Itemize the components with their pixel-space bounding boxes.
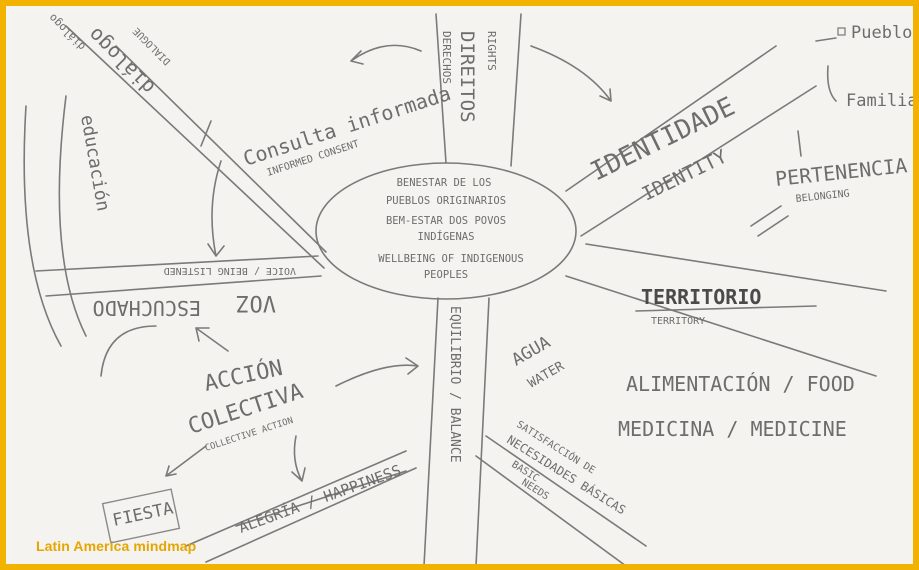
label-agua-en: WATER [526,359,568,392]
fiesta-box [101,488,181,544]
label-voz-pt: ESCUCHADO [93,296,201,320]
label-alegria: ALEGRÍA / HAPPINESS [236,460,404,537]
label-pertenencia: PERTENENCIA [774,153,908,191]
branch-satisfaccion [475,435,647,564]
branch-voz [35,255,322,297]
arrow-consulta-up [200,120,212,147]
arrow-derechos-left [350,44,422,65]
label-medicina: MEDICINA / MEDICINE [618,417,847,441]
branch-dialogo [65,25,327,269]
label-pueblo: Pueblo [851,23,912,43]
arrow-consulta-down [207,160,225,257]
centre-text-1: BENESTAR DE LOS [397,177,492,189]
arrow-identidad-familia [826,65,837,102]
arrow-accion-dialogo [100,325,157,377]
label-derechos-en: RIGHTS [485,31,498,71]
mindmap-canvas: BENESTAR DE LOS PUEBLOS ORIGINARIOS BEM-… [23,11,918,564]
label-fiesta: FIESTA [111,499,175,531]
label-alimentacion: ALIMENTACIÓN / FOOD [626,372,855,396]
label-educacion: educación [76,113,114,213]
branch-educacion [23,95,87,347]
label-agua: AGUA [509,333,554,371]
label-familia: Familia [846,91,918,111]
branch-alegria [185,450,417,563]
equals-pertenencia [750,205,789,237]
centre-text-6: PEOPLES [424,269,468,281]
centre-text-3: BEM-ESTAR DOS POVOS [386,215,506,227]
underline-alegria [235,470,407,527]
label-derechos-es: DERECHOS [440,31,453,84]
arrow-derechos-right [530,45,612,102]
centre-text-5: WELLBEING OF INDIGENOUS [378,253,523,265]
arrow-identidad-pertenencia [797,130,802,157]
arrow-accion-equilibrio [335,357,419,387]
label-voz-en: VOICE / BEING LISTENED [164,265,296,276]
arrow-accion-voz [195,327,229,352]
arrow-accion-fiesta [165,445,207,477]
label-territorio-en: TERRITORY [651,316,705,327]
branch-identidad [565,45,817,237]
branch-derechos [435,13,522,167]
label-dialogo-en: DIALOGUE [131,25,173,67]
label-equilibrio: EQUILIBRIO / BALANCE [447,306,462,463]
centre-text-4: INDÍGENAS [418,230,475,243]
label-territorio: TERRITORIO [641,285,761,309]
arrow-accion-alegria [291,435,306,482]
label-dialogo-pt: diálogo [46,11,88,53]
underline-territorio [635,305,817,312]
centre-text-2: PUEBLOS ORIGINARIOS [386,195,506,207]
label-pertenencia-en: BELONGING [795,188,850,205]
label-voz-es: VOZ [236,290,276,315]
branch-equilibrio [423,297,490,564]
pueblo-marker [837,27,846,36]
label-consulta: Consulta informada [240,81,454,171]
label-derechos-pt: DIREITOS [456,31,478,123]
arrow-identidad-pueblo [815,37,837,42]
branch-territorio [565,243,887,377]
figure-caption: Latin America mindmap [36,538,197,554]
